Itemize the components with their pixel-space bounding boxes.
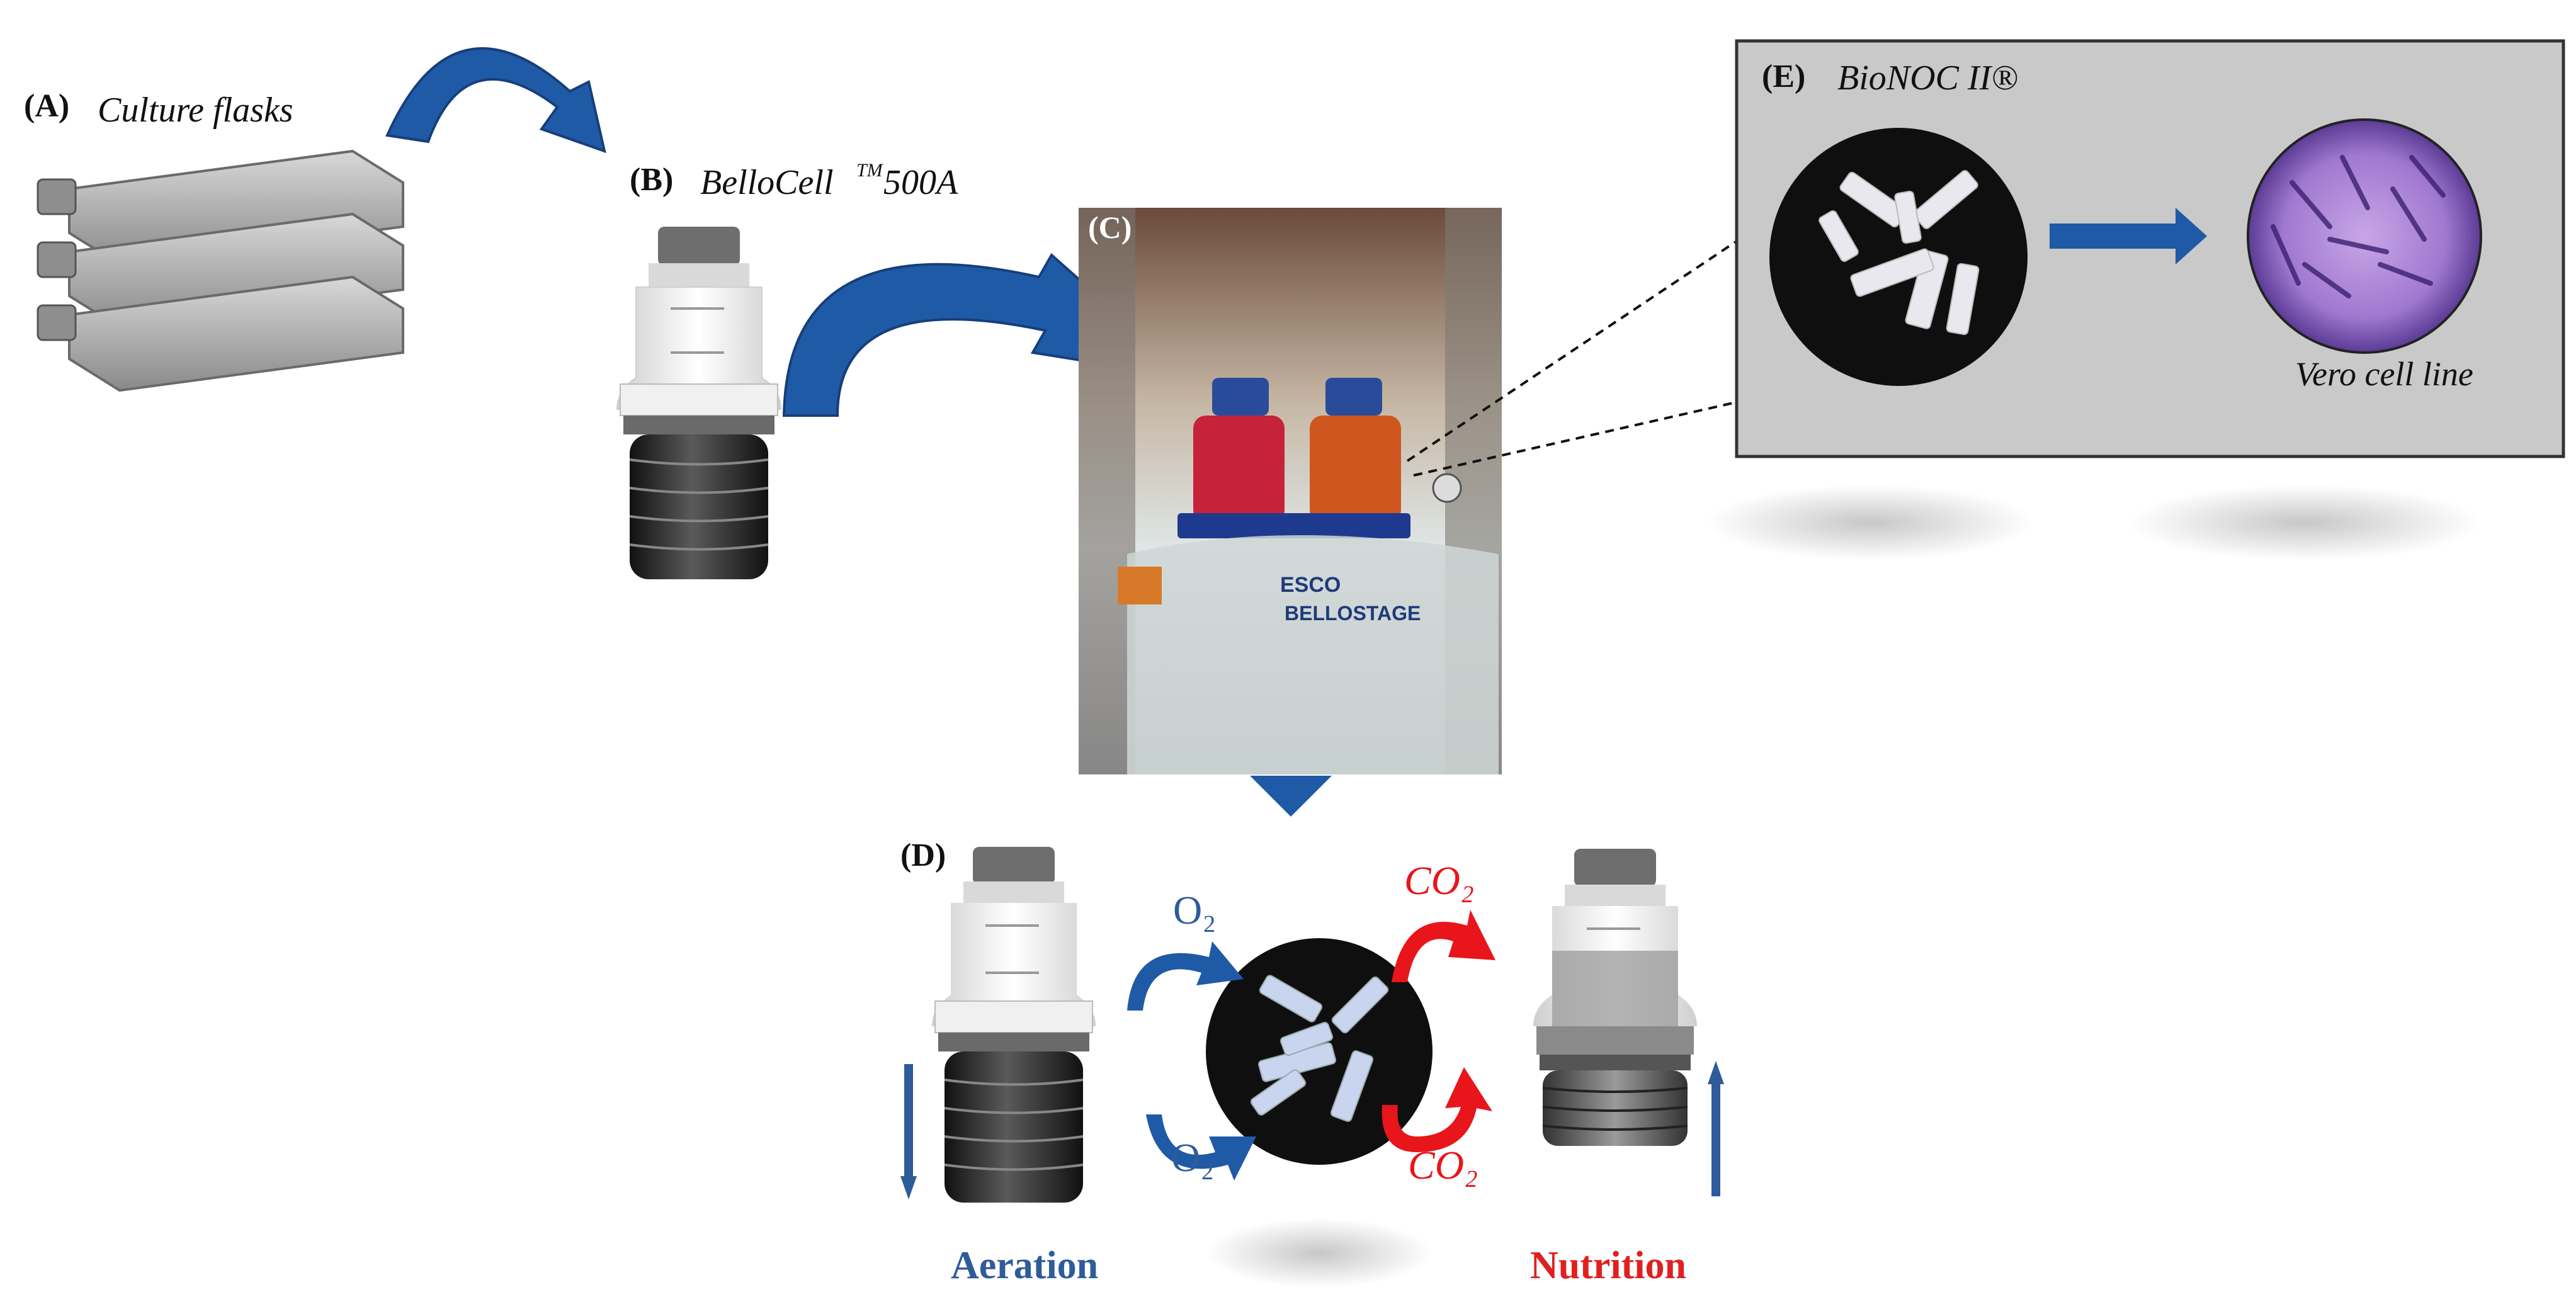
panel-a-caption: Culture flasks [98,91,293,130]
aeration-label: Aeration [951,1244,1098,1287]
panel-c: ESCO BELLOSTAGE (C) [1079,208,1502,817]
panel-b: (B) BelloCell TM 500A [616,160,958,579]
bionoc-carrier-closeup [1769,128,2028,386]
o2-cycle-arrows [1127,941,1256,1181]
arrow-up-nutrition [1708,1061,1724,1196]
bellostage-photo: ESCO BELLOSTAGE [1079,208,1502,774]
co2-cycle-arrows [1382,910,1495,1152]
photo-device: BELLOSTAGE [1285,602,1421,625]
panel-e-caption: BioNOC II® [1837,59,2018,98]
photo-brand: ESCO [1280,573,1341,597]
vero-cell-line-label: Vero cell line [2295,355,2473,393]
arrow-carrier-to-cells [2050,208,2207,264]
panel-d-letter: (D) [900,837,946,873]
panel-b-letter: (B) [630,162,673,198]
panel-e-letter: (E) [1762,59,1805,94]
panel-c-letter: (C) [1088,210,1132,245]
bottle-aeration [932,847,1096,1203]
bottle-nutrition [1533,849,1697,1146]
panel-a-letter: (A) [24,88,69,124]
vero-cell-micrograph [2247,118,2482,354]
o2-bottom-label: O₂ [1171,1135,1215,1180]
panel-e: (E) BioNOC II® [1706,39,2565,560]
panel-d: (D) [900,837,1724,1288]
arrow-c-to-d [1250,776,1332,817]
arrow-down-aeration [900,1064,917,1199]
bellocell-bottle [616,227,782,579]
nutrition-label: Nutrition [1530,1244,1686,1287]
panel-a: (A) Culture flasks [24,88,404,392]
o2-top-label: O₂ [1173,888,1217,932]
panel-b-tm: TM [856,160,884,181]
bionoc-carrier-exchange [1206,938,1433,1165]
zoom-connector-lines [1406,216,1887,477]
co2-top-label: CO₂ [1404,858,1474,903]
culture-flasks-image [37,149,404,392]
panel-b-caption: BelloCell [700,163,834,202]
carrier-shadow [1206,1218,1433,1288]
co2-bottom-label: CO₂ [1408,1143,1478,1187]
arrow-a-to-b [385,47,606,154]
panel-b-model: 500A [883,163,958,202]
